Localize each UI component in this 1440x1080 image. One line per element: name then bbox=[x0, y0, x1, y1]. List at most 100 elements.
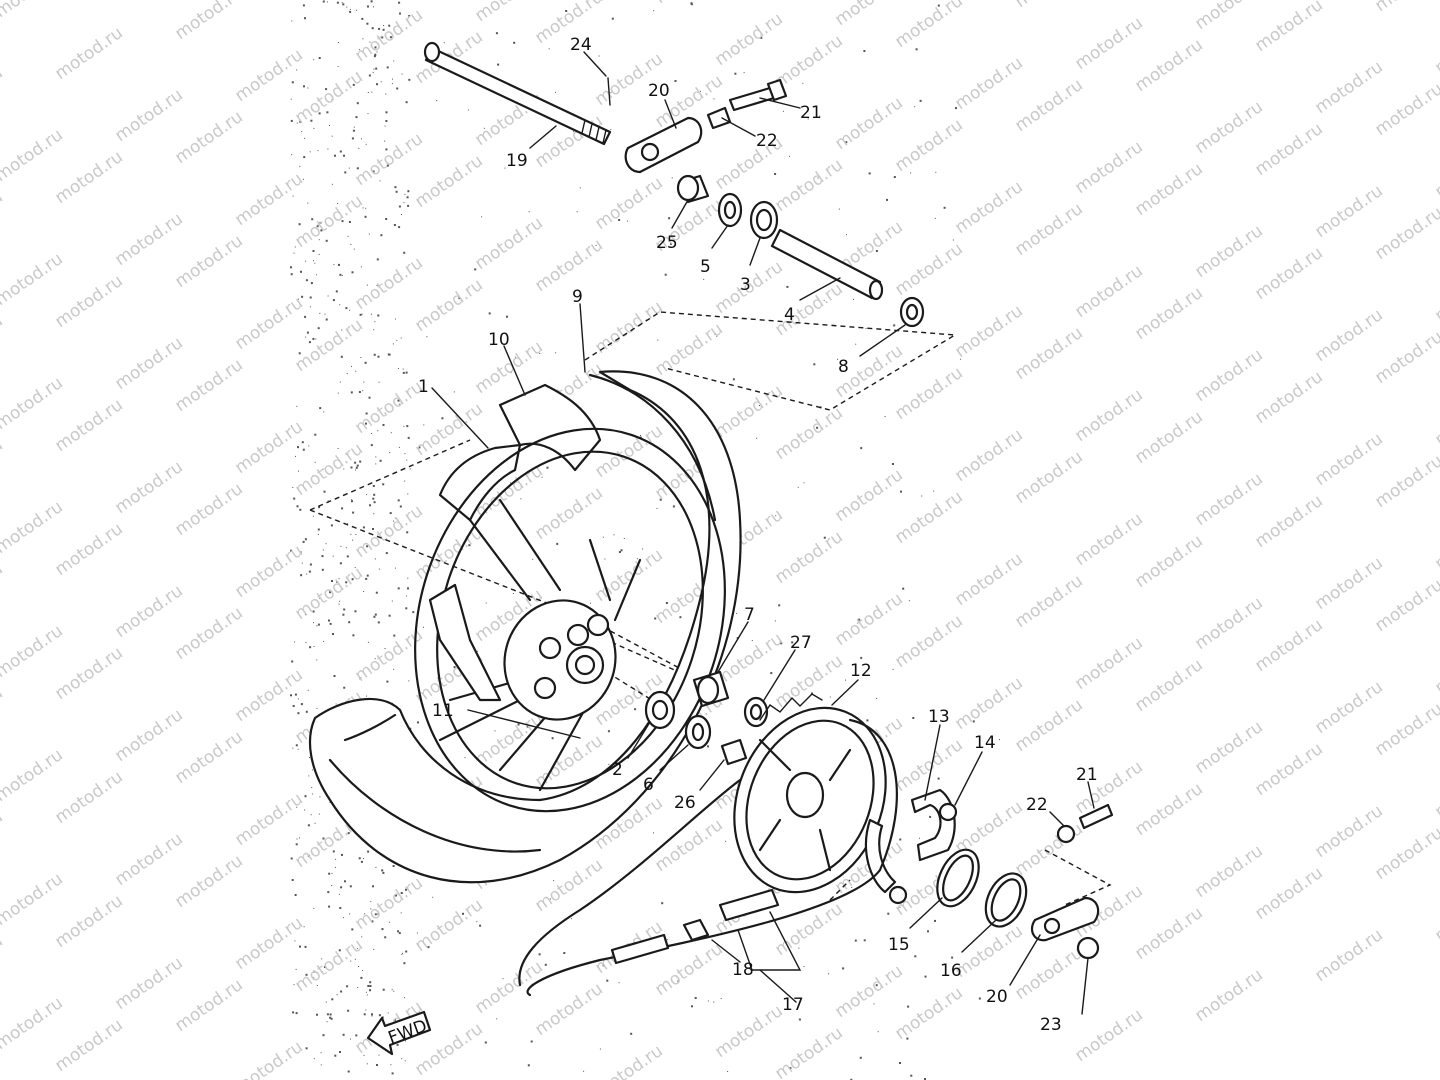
noise-dot bbox=[384, 125, 386, 127]
watermark-text: motod.ru bbox=[1011, 571, 1086, 632]
noise-dot bbox=[336, 994, 338, 996]
noise-dot bbox=[914, 106, 916, 108]
noise-dot bbox=[294, 940, 296, 942]
noise-dot bbox=[315, 338, 317, 340]
noise-dot bbox=[479, 924, 482, 927]
noise-dot bbox=[407, 204, 410, 207]
noise-dot bbox=[318, 254, 320, 255]
noise-dot bbox=[910, 172, 912, 174]
noise-dot bbox=[823, 299, 825, 301]
callout-13: 13 bbox=[928, 707, 950, 727]
noise-dot bbox=[385, 111, 388, 114]
watermark-text: motod.ru bbox=[831, 589, 906, 650]
noise-dot bbox=[322, 837, 325, 840]
watermark-text: motod.ru bbox=[771, 279, 846, 340]
noise-dot bbox=[340, 990, 343, 993]
noise-dot bbox=[866, 719, 869, 722]
noise-dot bbox=[364, 361, 367, 364]
noise-dot bbox=[337, 42, 339, 43]
noise-dot bbox=[483, 127, 485, 129]
noise-dot bbox=[293, 497, 296, 500]
watermark-text: motod.ru bbox=[1131, 779, 1206, 840]
noise-dot bbox=[321, 568, 324, 571]
noise-dot bbox=[485, 602, 487, 604]
watermark-text: motod.ru bbox=[351, 253, 426, 314]
drive-chain bbox=[518, 718, 898, 997]
watermark-text: motod.ru bbox=[171, 975, 246, 1036]
watermark-text: motod.ru bbox=[51, 271, 126, 332]
watermark-text: motod.ru bbox=[1371, 699, 1440, 760]
noise-dot bbox=[313, 622, 314, 624]
noise-dot bbox=[337, 838, 339, 840]
noise-dot bbox=[397, 930, 400, 933]
watermark-text: motod.ru bbox=[891, 611, 966, 672]
watermark-text: motod.ru bbox=[0, 435, 7, 496]
noise-dot bbox=[336, 581, 339, 583]
noise-dot bbox=[375, 67, 378, 70]
noise-dot bbox=[623, 538, 625, 539]
noise-dot bbox=[316, 1013, 318, 1016]
watermark-text: motod.ru bbox=[1131, 407, 1206, 468]
noise-dot bbox=[313, 59, 315, 61]
watermark-text: motod.ru bbox=[0, 0, 67, 22]
noise-dot bbox=[876, 697, 878, 699]
noise-dot bbox=[291, 20, 293, 22]
noise-dot bbox=[863, 939, 866, 942]
callout-labels: 1 2 3 4 5 6 7 8 9 10 11 12 13 14 15 16 1… bbox=[418, 35, 1098, 1035]
noise-dot bbox=[858, 618, 861, 621]
watermark-text: motod.ru bbox=[231, 169, 306, 230]
noise-dot bbox=[653, 832, 654, 834]
watermark-text: motod.ru bbox=[231, 789, 306, 850]
noise-dot bbox=[778, 604, 781, 607]
noise-dot bbox=[405, 950, 408, 953]
noise-dot bbox=[504, 167, 506, 169]
watermark-text: motod.ru bbox=[1251, 615, 1326, 676]
noise-dot bbox=[323, 490, 326, 493]
collar-right bbox=[720, 738, 748, 766]
noise-dot bbox=[756, 437, 758, 439]
noise-dot bbox=[393, 1019, 396, 1022]
watermark-text: motod.ru bbox=[231, 541, 306, 602]
noise-dot bbox=[405, 371, 408, 374]
noise-dot bbox=[358, 966, 360, 967]
noise-dot bbox=[361, 313, 363, 315]
noise-dot bbox=[384, 140, 386, 142]
noise-dot bbox=[546, 466, 549, 469]
noise-dot bbox=[378, 1054, 380, 1056]
noise-dot bbox=[401, 73, 403, 75]
noise-dot bbox=[309, 306, 311, 308]
noise-dot bbox=[354, 610, 357, 613]
noise-dot bbox=[488, 312, 491, 315]
noise-dot bbox=[924, 1078, 926, 1080]
noise-dot bbox=[899, 906, 901, 908]
noise-dot bbox=[300, 574, 303, 577]
noise-dot bbox=[303, 926, 305, 928]
noise-dot bbox=[595, 244, 597, 246]
fwd-arrow-icon bbox=[366, 1010, 432, 1056]
noise-dot bbox=[823, 536, 826, 539]
noise-dot bbox=[305, 641, 307, 643]
noise-dot bbox=[875, 250, 878, 252]
noise-dot bbox=[357, 987, 359, 988]
watermark-text: motod.ru bbox=[0, 745, 67, 806]
noise-dot bbox=[349, 10, 352, 13]
noise-dot bbox=[378, 568, 380, 570]
noise-dot bbox=[707, 745, 709, 748]
noise-dot bbox=[863, 50, 866, 52]
noise-dot bbox=[313, 907, 315, 909]
watermark-text: motod.ru bbox=[231, 45, 306, 106]
noise-dot bbox=[348, 167, 350, 169]
noise-dot bbox=[302, 4, 305, 7]
noise-dot bbox=[527, 1064, 530, 1067]
noise-dot bbox=[381, 36, 384, 39]
watermark-text: motod.ru bbox=[771, 651, 846, 712]
callout-17: 17 bbox=[782, 995, 804, 1015]
watermark-text: motod.ru bbox=[891, 487, 966, 548]
watermark-text: motod.ru bbox=[1191, 0, 1266, 34]
noise-dot bbox=[378, 381, 380, 383]
noise-dot bbox=[618, 219, 621, 221]
noise-dot bbox=[294, 894, 297, 896]
noise-dot bbox=[318, 112, 321, 115]
noise-dot bbox=[374, 558, 376, 560]
noise-dot bbox=[311, 769, 313, 771]
